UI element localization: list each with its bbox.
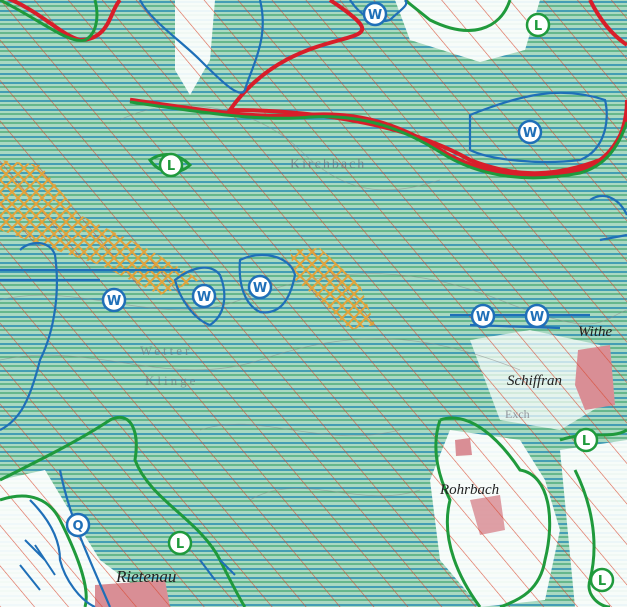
- svg-text:L: L: [176, 537, 184, 552]
- l-symbol-right[interactable]: L: [573, 427, 599, 453]
- w-symbol-right-top[interactable]: W: [517, 119, 543, 145]
- label-kirchbach: Kirchbach: [290, 157, 366, 172]
- l-symbol-bottom-right[interactable]: L: [589, 567, 615, 593]
- l-symbol-top-right[interactable]: L: [525, 12, 551, 38]
- w-symbol-center[interactable]: W: [247, 274, 273, 300]
- label-exch: Exch: [505, 407, 530, 421]
- svg-text:Q: Q: [72, 519, 83, 534]
- svg-text:W: W: [368, 8, 382, 23]
- w-symbol-center-left[interactable]: W: [191, 283, 217, 309]
- orange-zone-mid: [290, 248, 375, 330]
- q-symbol[interactable]: Q: [65, 512, 91, 538]
- w-symbol-right-1[interactable]: W: [470, 303, 496, 329]
- svg-text:W: W: [530, 310, 544, 325]
- svg-text:L: L: [582, 434, 590, 449]
- label-rohrbach: Rohrbach: [439, 482, 499, 498]
- water-dashes: [19, 539, 236, 591]
- label-schiffran: Schiffran: [507, 373, 562, 389]
- svg-text:W: W: [476, 310, 490, 325]
- label-withe: Withe: [578, 324, 613, 340]
- svg-text:W: W: [523, 126, 537, 141]
- svg-text:L: L: [598, 574, 606, 589]
- svg-text:W: W: [197, 290, 211, 305]
- label-rietenau: Rietenau: [115, 567, 176, 586]
- w-symbol-top[interactable]: W: [362, 1, 388, 27]
- svg-text:W: W: [107, 294, 121, 309]
- l-symbol-bottom[interactable]: L: [167, 530, 193, 556]
- l-symbol-left[interactable]: L: [158, 152, 184, 178]
- svg-text:L: L: [534, 19, 542, 34]
- w-symbol-right-2[interactable]: W: [524, 303, 550, 329]
- label-klinge: Klinge: [145, 373, 198, 388]
- svg-text:W: W: [253, 281, 267, 296]
- label-wetter: Wetter: [140, 343, 192, 358]
- highway-main: [129, 97, 627, 178]
- svg-text:L: L: [167, 159, 175, 174]
- orange-zone-left: [0, 160, 200, 295]
- w-symbol-left[interactable]: W: [101, 287, 127, 313]
